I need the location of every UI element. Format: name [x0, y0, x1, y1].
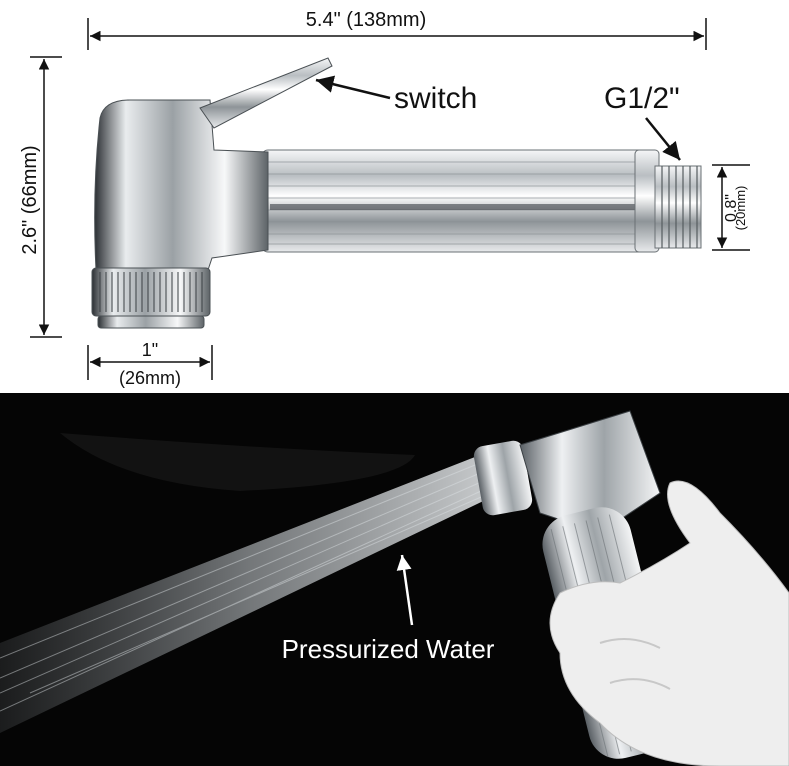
height-dimension: 2.6" (66mm) [19, 56, 62, 338]
dimension-diagram: 5.4" (138mm) 2.6" (66mm) 1" (26mm) 0.8" … [19, 9, 750, 388]
nozzle-width-dimension: 1" (26mm) [87, 340, 213, 388]
usage-photo: Pressurized Water [0, 393, 789, 766]
length-label: 5.4" (138mm) [306, 9, 426, 31]
sprayer-in-hand [473, 410, 789, 766]
sprayer-product-image [91, 57, 702, 329]
water-callout: Pressurized Water [282, 554, 495, 664]
usage-photo-panel: Pressurized Water [0, 393, 789, 766]
thread-diameter-dimension: 0.8" (20mm) [712, 164, 750, 251]
thread-diameter-mm-label: (20mm) [733, 186, 748, 231]
dimension-diagram-panel: 5.4" (138mm) 2.6" (66mm) 1" (26mm) 0.8" … [19, 9, 750, 388]
nozzle-width-mm-label: (26mm) [119, 368, 181, 388]
water-spray [0, 455, 500, 733]
thread-callout: G1/2" [604, 82, 681, 161]
switch-label: switch [394, 82, 477, 115]
water-label: Pressurized Water [282, 634, 495, 664]
thread-diameter-in-label: 0.8" [723, 194, 740, 222]
switch-callout: switch [315, 75, 477, 115]
length-dimension: 5.4" (138mm) [87, 9, 707, 50]
nozzle-width-in-label: 1" [142, 340, 158, 360]
height-label: 2.6" (66mm) [19, 145, 41, 254]
thread-label: G1/2" [604, 82, 680, 115]
